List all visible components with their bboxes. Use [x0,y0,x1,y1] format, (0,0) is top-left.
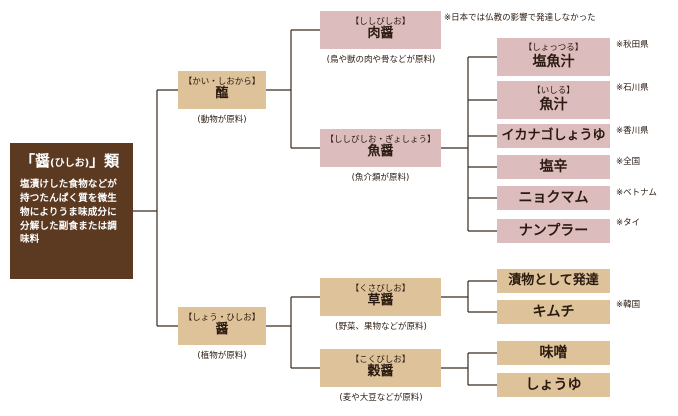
veg-item: キムチ [497,300,610,324]
fish-item-note: ※タイ [616,218,641,228]
fish-item-name: 塩魚汁 [532,53,575,70]
veg-item-name: キムチ [532,303,575,320]
hishio-reading: 【かい・しおから】 [183,76,261,87]
niku-name: 肉醤 [367,26,394,42]
fish-item: ナンプラー [497,219,610,243]
niku-caption: (鳥や獣の肉や骨などが原料) [326,55,436,65]
fish-item-reading: 【しょっつる】 [523,43,584,54]
grain-item-name: しょうゆ [525,376,582,393]
fish-item: ニョクマム [497,186,610,210]
fish-item-name: 塩辛 [539,158,568,175]
fish-item-reading: 【いしる】 [532,86,575,97]
root-description: 塩漬けした食物などが持つたんぱく質を微生物によりうま味成分に分解した副食または調… [20,179,118,246]
kusa-box: 【くさびしお】 草醤 [320,278,441,316]
gyo-reading: 【ししびしお・ぎょしょう】 [325,134,436,145]
koku-name: 穀醤 [367,364,394,380]
shou-box: 【しょう・ひしお】 醤 [178,307,266,345]
root-title: 「醤(ひしお)」類 [20,152,120,170]
grain-item: しょうゆ [497,373,610,397]
fish-item-note: ※全国 [616,157,641,167]
fish-item: 塩辛 [497,155,610,179]
kusa-name: 草醤 [367,293,394,309]
koku-caption: (麦や大豆などが原料) [339,393,423,403]
fish-item: 【いしる】 魚汁 [497,81,610,119]
gyo-caption: (魚介類が原料) [351,173,410,183]
gyo-box: 【ししびしお・ぎょしょう】 魚醤 [320,129,441,167]
kusa-caption: (野菜、果物などが原料) [335,322,427,332]
veg-item-name: 漬物として発達 [508,272,599,288]
fish-item: 【しょっつる】 塩魚汁 [497,38,610,76]
hishio-name: 醢 [215,86,229,102]
niku-note: ※日本では仏教の影響で発達しなかった [444,13,596,23]
fish-item-note: ※石川県 [616,83,649,93]
fish-item-name: ナンプラー [518,222,589,239]
hishio-box: 【かい・しおから】 醢 [178,71,266,109]
shou-name: 醤 [215,322,229,338]
shou-reading: 【しょう・ひしお】 [183,312,261,323]
kusa-reading: 【くさびしお】 [350,283,411,294]
fish-item-name: 魚汁 [539,96,568,113]
koku-reading: 【こくびしお】 [350,354,411,365]
koku-box: 【こくびしお】 穀醤 [320,349,441,387]
grain-item-name: 味噌 [539,344,568,361]
fish-item-note: ※秋田県 [616,40,649,50]
fish-item-note: ※香川県 [616,126,649,136]
fish-item-note: ※ベトナム [616,188,657,198]
root-box: 「醤(ひしお)」類 塩漬けした食物などが持つたんぱく質を微生物によりうま味成分に… [10,143,133,279]
hishio-caption: (動物が原料) [197,115,247,125]
niku-box: 【ししびしお】 肉醤 [320,11,441,49]
veg-item: 漬物として発達 [497,269,610,293]
shou-caption: (植物が原料) [197,351,247,361]
gyo-name: 魚醤 [367,144,394,160]
grain-item: 味噌 [497,341,610,365]
niku-reading: 【ししびしお】 [350,16,411,27]
veg-note: ※韓国 [616,300,641,310]
fish-item-name: イカナゴしょうゆ [501,127,606,143]
fish-item: イカナゴしょうゆ [497,124,610,148]
fish-item-name: ニョクマム [518,189,589,206]
